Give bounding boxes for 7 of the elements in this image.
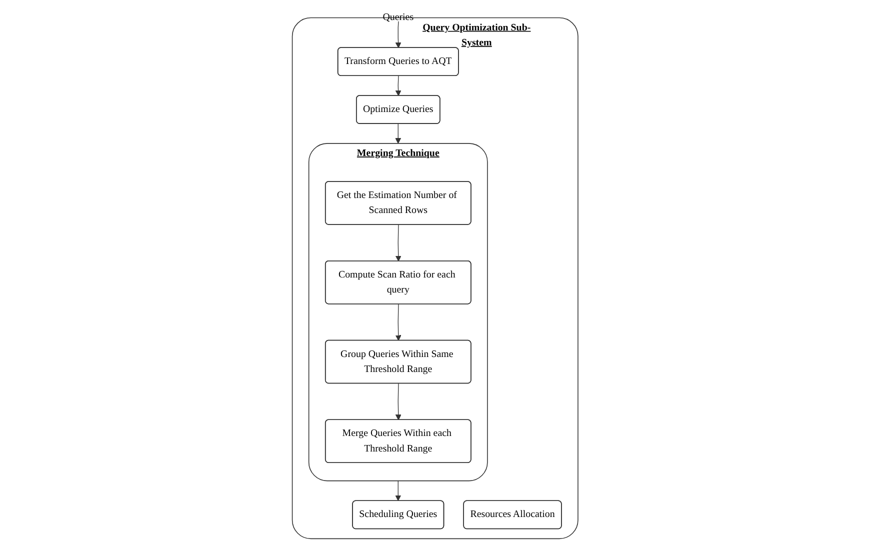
arrow <box>396 224 402 262</box>
arrow <box>396 76 402 96</box>
arrow <box>396 383 402 420</box>
arrow <box>396 21 402 48</box>
arrow <box>396 304 402 341</box>
arrow <box>396 123 402 144</box>
arrow <box>396 480 402 501</box>
